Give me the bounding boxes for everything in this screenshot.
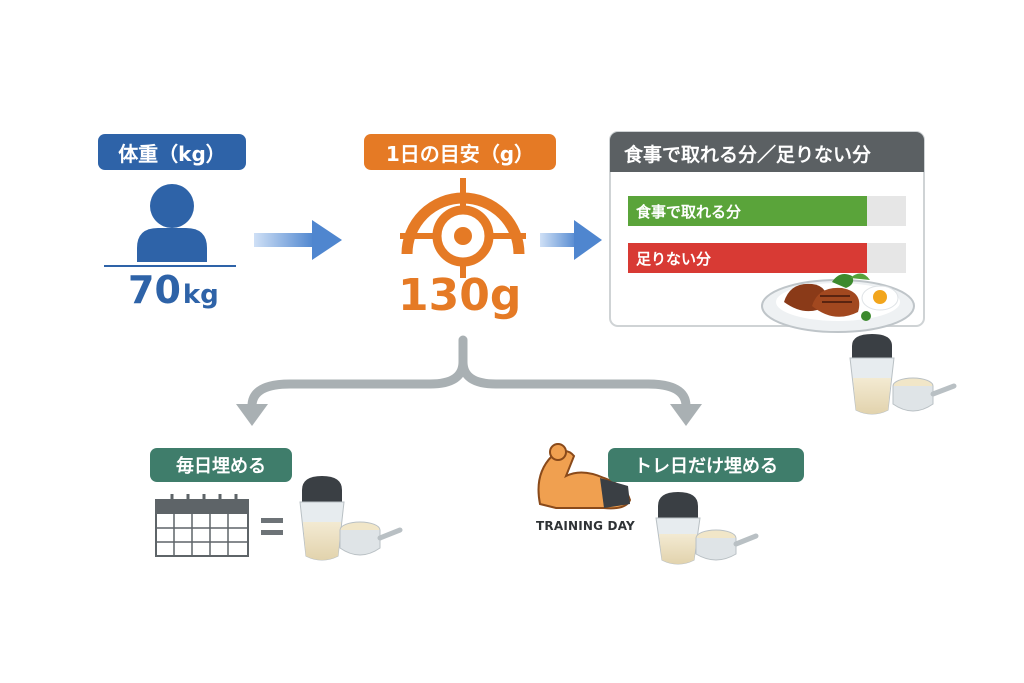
plan-training-label: トレ日だけ埋める bbox=[608, 448, 804, 482]
protein-scoop-icon bbox=[892, 377, 957, 412]
meal-bar-fill bbox=[628, 196, 867, 226]
plate-of-food-icon bbox=[761, 273, 915, 333]
protein-shaker-icon bbox=[655, 492, 701, 565]
flow-arrow-2 bbox=[540, 220, 602, 260]
weight-label: 体重（kg） bbox=[98, 134, 246, 170]
flexed-arm-icon bbox=[537, 443, 632, 510]
flow-arrow-1 bbox=[254, 220, 342, 260]
shortfall-bar-label: 足りない分 bbox=[636, 250, 712, 268]
protein-shaker-icon bbox=[299, 476, 345, 561]
training-day-badge: TRAINING DAY bbox=[536, 519, 635, 533]
person-icon bbox=[104, 184, 236, 267]
protein-shaker-icon bbox=[849, 334, 895, 415]
meal-bar-label: 食事で取れる分 bbox=[636, 203, 742, 221]
target-icon bbox=[400, 178, 526, 278]
daily-target-value: 130g bbox=[398, 270, 522, 321]
weight-value-row: 70kg bbox=[128, 268, 219, 312]
daily-target-label: 1日の目安（g） bbox=[364, 134, 556, 170]
plan-everyday-label: 毎日埋める bbox=[150, 448, 292, 482]
shortfall-bar-fill bbox=[628, 243, 867, 273]
branch-arrows bbox=[247, 335, 691, 411]
equals-icon bbox=[261, 518, 283, 535]
meal-panel-title: 食事で取れる分／足りない分 bbox=[624, 143, 872, 166]
weight-value: 70 bbox=[128, 268, 181, 312]
weight-unit: kg bbox=[182, 280, 219, 310]
branch-arrowhead-right bbox=[670, 404, 702, 426]
protein-scoop-icon bbox=[339, 521, 403, 556]
calendar-icon bbox=[155, 494, 249, 557]
protein-scoop-icon bbox=[695, 529, 759, 561]
branch-arrowhead-left bbox=[236, 404, 268, 426]
